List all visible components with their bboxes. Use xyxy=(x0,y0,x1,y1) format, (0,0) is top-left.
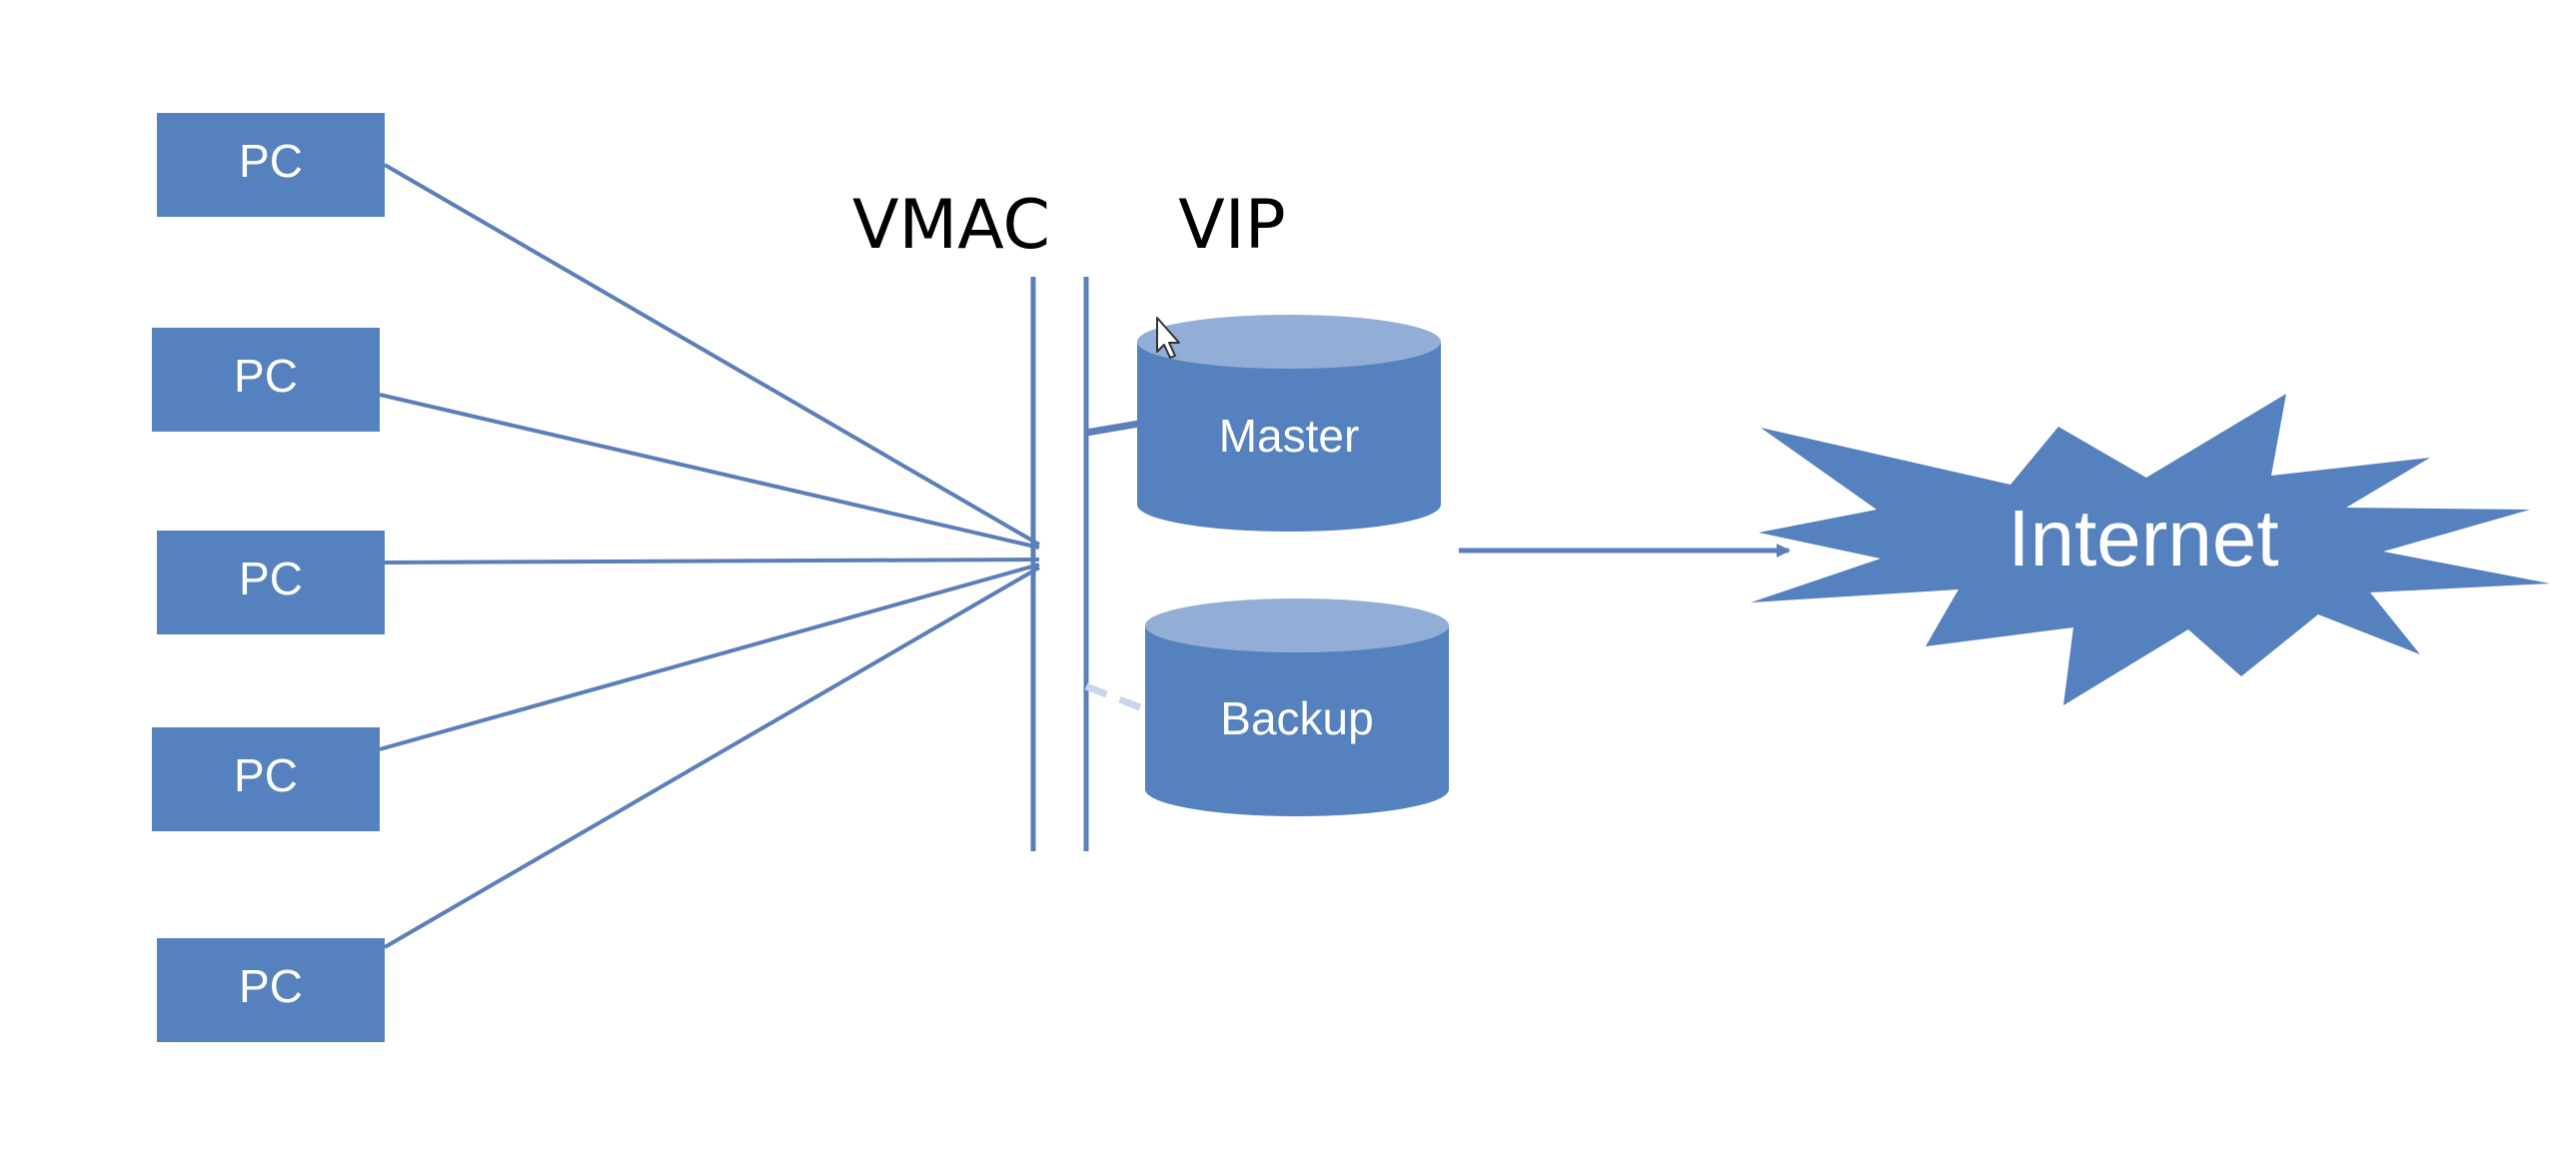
internet-cloud: Internet xyxy=(1751,394,2550,705)
pc-label: PC xyxy=(239,135,303,187)
master-cylinder-body xyxy=(1137,342,1441,532)
pc-links xyxy=(379,163,1041,949)
pc-link-1 xyxy=(383,163,1041,547)
pc-node: PC xyxy=(152,727,380,831)
pc-node: PC xyxy=(157,938,385,1042)
pc-link-5 xyxy=(383,566,1041,949)
pc-link-4 xyxy=(379,563,1040,751)
master-router: Master xyxy=(1137,315,1441,532)
vip-label: VIP xyxy=(1178,186,1286,265)
explosion-burst-icon xyxy=(1751,394,2550,705)
backup-cylinder-body xyxy=(1145,625,1449,816)
pc-label: PC xyxy=(234,749,298,801)
backup-router: Backup xyxy=(1145,598,1449,816)
master-link xyxy=(1085,420,1140,437)
pc-link-3 xyxy=(384,558,1040,565)
pc-group: PC PC PC PC PC xyxy=(152,113,385,1042)
master-cylinder-top xyxy=(1137,315,1441,369)
pc-box xyxy=(152,328,380,432)
pc-label: PC xyxy=(239,960,303,1012)
vmac-label: VMAC xyxy=(852,186,1050,265)
backup-label: Backup xyxy=(1220,692,1373,744)
internet-label: Internet xyxy=(2007,494,2278,582)
pc-link-2 xyxy=(379,393,1040,550)
pc-label: PC xyxy=(234,350,298,402)
pc-box xyxy=(152,727,380,831)
pc-node: PC xyxy=(157,531,385,634)
pc-box xyxy=(157,938,385,1042)
pc-box xyxy=(157,113,385,217)
pc-node: PC xyxy=(157,113,385,217)
backup-link xyxy=(1084,682,1147,713)
master-label: Master xyxy=(1219,410,1360,462)
pc-node: PC xyxy=(152,328,380,432)
pc-box xyxy=(157,531,385,634)
pc-label: PC xyxy=(239,553,303,604)
mouse-pointer-icon xyxy=(1156,317,1180,359)
backup-cylinder-top xyxy=(1145,598,1449,652)
